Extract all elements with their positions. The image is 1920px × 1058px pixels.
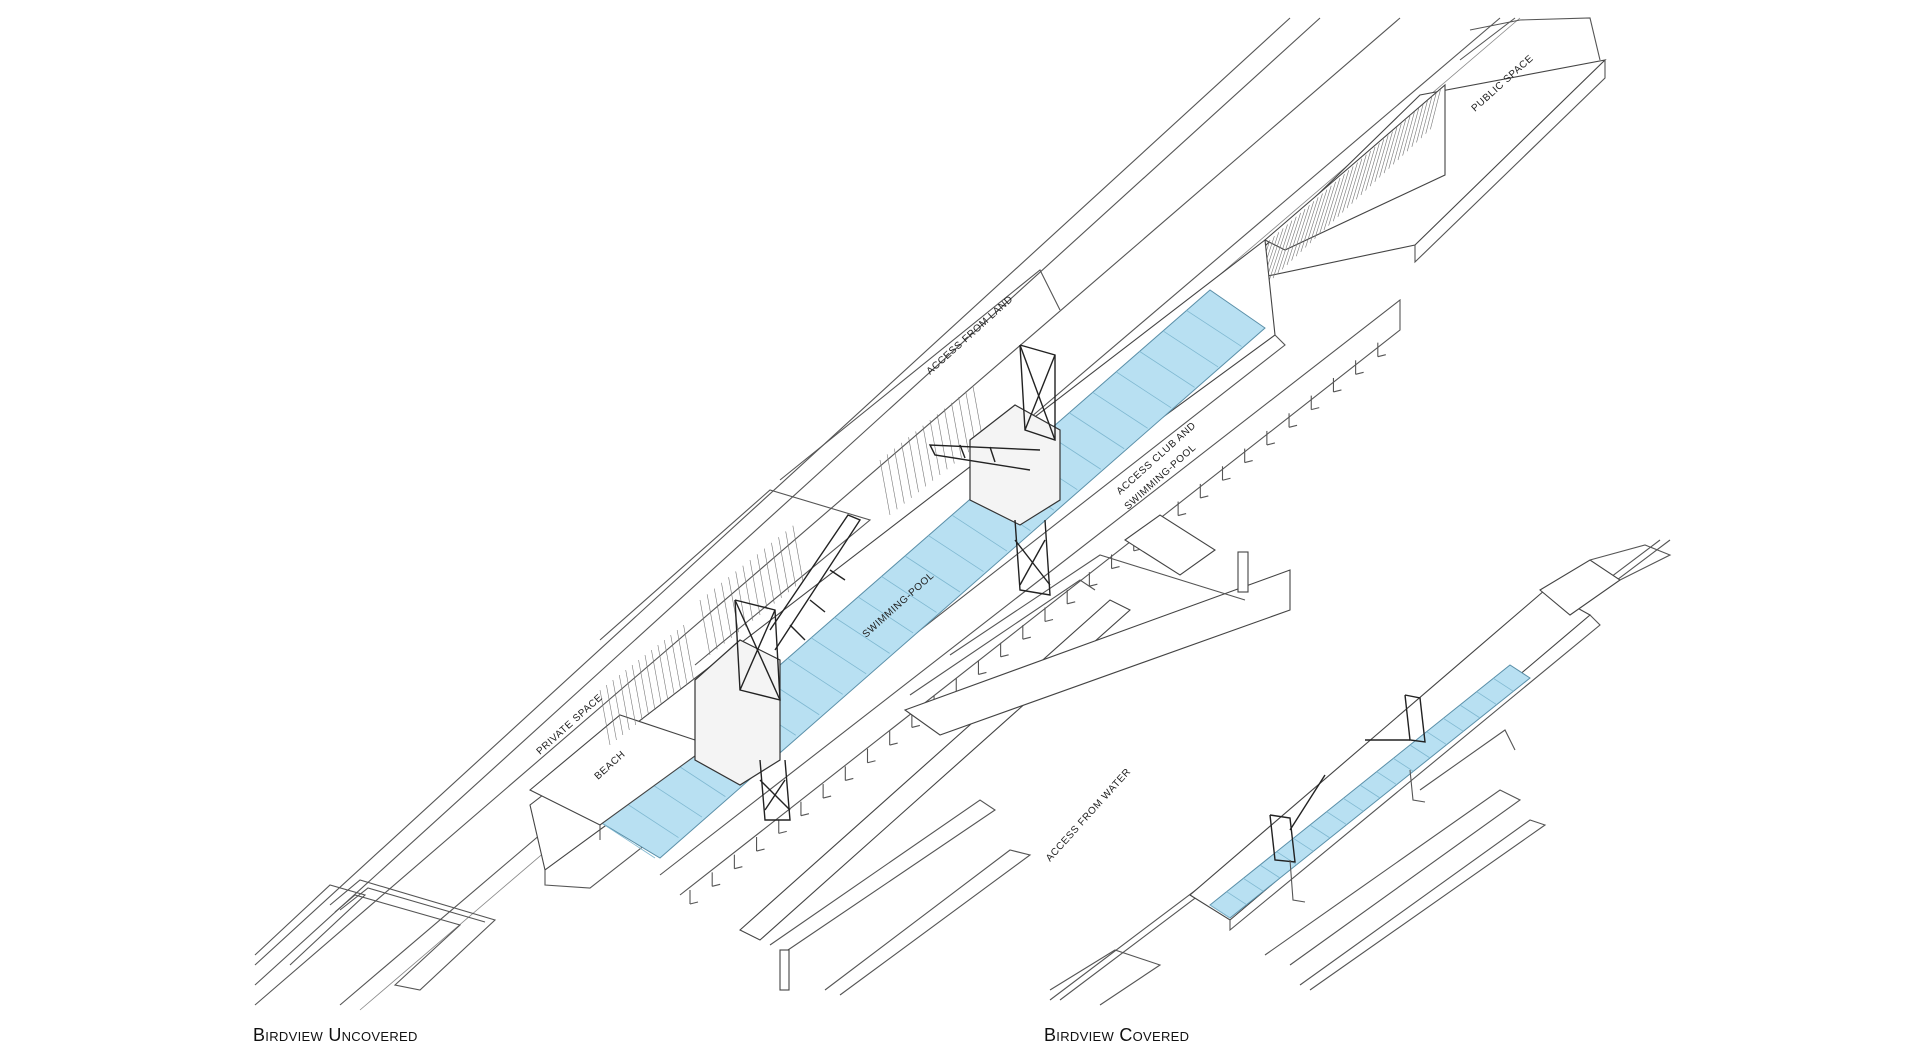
label-access-from-land: Access From Land [925, 294, 1016, 377]
lower-jetties [739, 514, 1291, 996]
birdview-covered-drawing [1049, 539, 1672, 1006]
caption-birdview-uncovered: Birdview Uncovered [253, 1025, 418, 1045]
crane-1 [694, 514, 862, 821]
crane-2 [928, 344, 1061, 596]
label-access-from-water: Access From Water [1044, 766, 1133, 864]
birdview-uncovered-drawing: Public Space Access From Land Access Clu… [254, 17, 1607, 1011]
lower-left-structure [254, 879, 497, 991]
grandstand-top [1249, 83, 1446, 301]
caption-birdview-covered: Birdview Covered [1044, 1025, 1190, 1045]
quay-edge-lines [254, 17, 1521, 1011]
grandstand-hatches [599, 385, 984, 746]
